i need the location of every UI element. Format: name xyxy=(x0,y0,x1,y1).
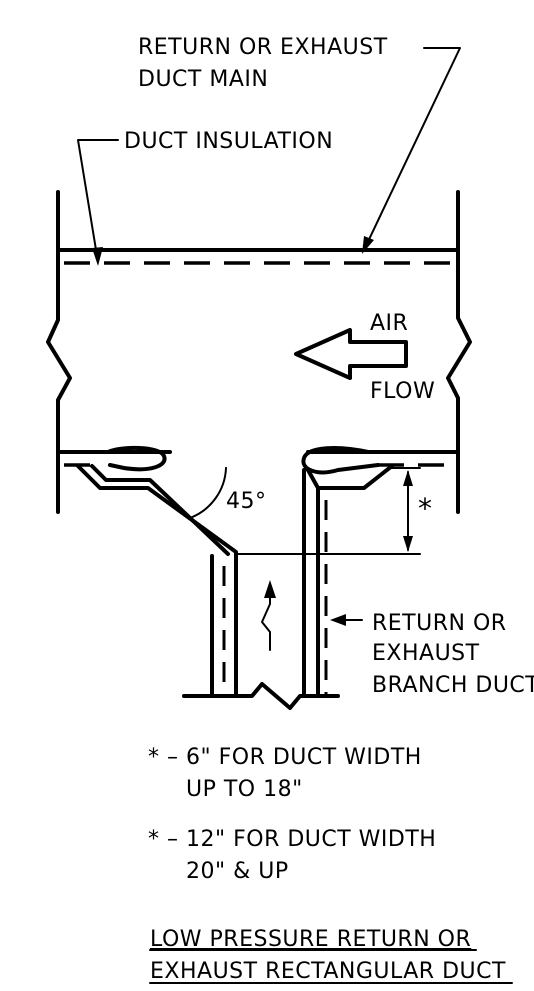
note-2-line1: * – 12" FOR DUCT WIDTH xyxy=(148,827,436,852)
title-line2: EXHAUST RECTANGULAR DUCT xyxy=(150,959,506,984)
air-flow-arrow xyxy=(294,328,408,380)
angle-label: 45° xyxy=(226,489,267,514)
dim-arrow-top xyxy=(403,470,413,486)
note-1-line1: * – 6" FOR DUCT WIDTH xyxy=(148,745,422,770)
insulation-leader xyxy=(77,139,119,263)
title-line1: LOW PRESSURE RETURN OR xyxy=(150,927,471,952)
flow-label: FLOW xyxy=(370,379,435,404)
branch-leader-arrow xyxy=(330,614,346,626)
branch-label-line3: BRANCH DUCT xyxy=(372,673,534,698)
right-tap-outer xyxy=(306,464,394,490)
left-tap-inner xyxy=(90,464,230,556)
branch-label-line2: EXHAUST xyxy=(372,641,480,666)
branch-bottom-break xyxy=(182,682,340,710)
dim-arrow-bottom xyxy=(403,536,413,552)
note-2-line2: 20" & UP xyxy=(186,859,289,884)
main-duct-right-break xyxy=(446,190,472,514)
insulation-leader-arrow xyxy=(92,247,103,266)
main-duct-left-break xyxy=(46,190,72,514)
left-tap-outer xyxy=(76,464,238,698)
branch-label-line1: RETURN OR xyxy=(372,611,507,636)
left-tap-flange xyxy=(106,445,167,472)
duct-main-leader-arrow xyxy=(362,236,374,254)
duct-main-label-line1: RETURN OR EXHAUST xyxy=(138,35,388,60)
angle-arc xyxy=(189,467,227,519)
right-tap-flange xyxy=(301,446,380,475)
branch-flow-arrowhead xyxy=(264,580,276,598)
note-1-line2: UP TO 18" xyxy=(186,777,303,802)
duct-main-label-line2: DUCT MAIN xyxy=(138,67,268,92)
air-label: AIR xyxy=(370,311,408,336)
dimension-asterisk: * xyxy=(418,492,433,525)
duct-main-leader xyxy=(363,47,461,251)
insulation-label: DUCT INSULATION xyxy=(124,129,333,154)
